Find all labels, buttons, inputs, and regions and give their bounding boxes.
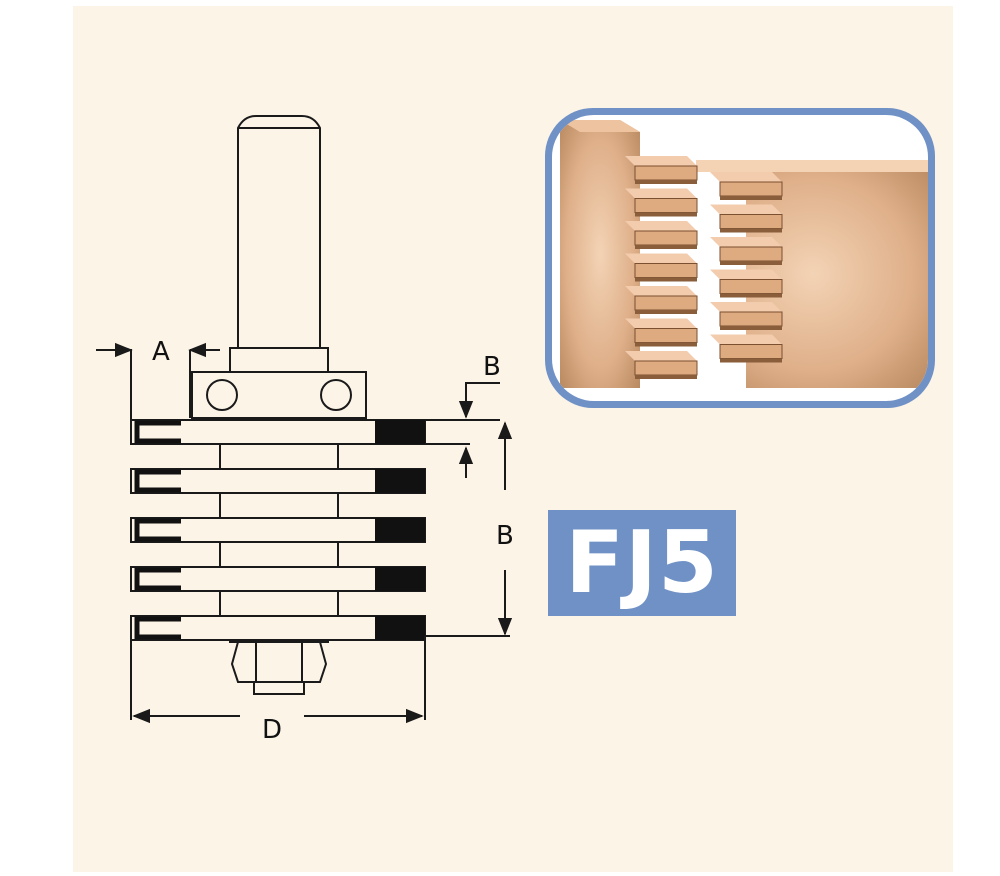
left-finger [634, 360, 698, 376]
screw-left [206, 379, 238, 411]
left-finger-top [625, 221, 697, 231]
left-finger-shadow [635, 180, 697, 184]
dim-label-a: A [152, 337, 170, 367]
right-finger-shadow [720, 326, 782, 330]
right-finger-top [710, 172, 782, 182]
shank [237, 115, 321, 351]
product-code: FJ5 [565, 513, 719, 613]
cutter-tooth-right [375, 616, 425, 640]
nut [230, 641, 328, 683]
right-finger [719, 279, 783, 294]
left-finger-top [625, 188, 697, 199]
right-finger [719, 214, 783, 229]
left-finger [634, 263, 698, 278]
dim-label-b-top: B [483, 352, 501, 382]
cutter-tooth-right [375, 518, 425, 542]
left-finger-top [625, 286, 697, 296]
left-finger-shadow [635, 310, 697, 314]
cutter-tooth-left [134, 420, 181, 444]
right-finger-top [710, 334, 782, 345]
left-finger [634, 328, 698, 343]
product-code-badge: FJ5 [548, 510, 736, 616]
right-finger-top [710, 204, 782, 215]
screw-right [320, 379, 352, 411]
right-finger [719, 311, 783, 327]
left-finger-shadow [635, 375, 697, 379]
left-finger [634, 295, 698, 311]
finger-joint-illustration [545, 108, 935, 408]
dim-a-left-arrow [96, 349, 132, 420]
right-finger-shadow [720, 261, 782, 265]
cutter-tooth-left [134, 616, 181, 640]
left-finger-shadow [635, 277, 697, 282]
left-finger-top [625, 156, 697, 166]
dimension-lines [96, 342, 513, 724]
router-bit [191, 115, 367, 695]
joint-fingers [625, 156, 783, 379]
right-finger [719, 246, 783, 262]
right-finger [719, 181, 783, 197]
cutter-tooth-left [134, 518, 181, 542]
cutter-tooth-left [134, 567, 181, 591]
right-finger-top [710, 237, 782, 247]
cutter-tooth-right [375, 567, 425, 591]
right-finger-shadow [720, 358, 782, 363]
cutter-tooth-right [375, 420, 425, 444]
cutter-tooth-left [134, 469, 181, 493]
left-finger [634, 165, 698, 181]
right-finger-shadow [720, 196, 782, 200]
dim-label-b-side: B [496, 521, 514, 551]
cutter-tooth-right [375, 469, 425, 493]
right-finger-top [710, 302, 782, 312]
left-finger-top [625, 351, 697, 361]
left-finger [634, 230, 698, 246]
left-board [560, 120, 640, 388]
dim-label-d: D [262, 715, 282, 745]
left-finger-shadow [635, 212, 697, 217]
right-finger-shadow [720, 228, 782, 233]
left-finger [634, 198, 698, 213]
right-finger [719, 344, 783, 359]
right-finger-shadow [720, 293, 782, 298]
cutter-teeth [130, 419, 426, 641]
left-finger-shadow [635, 342, 697, 347]
left-finger-shadow [635, 245, 697, 249]
left-finger-top [625, 253, 697, 264]
left-finger-top [625, 318, 697, 329]
collar [229, 347, 329, 373]
right-finger-top [710, 269, 782, 280]
